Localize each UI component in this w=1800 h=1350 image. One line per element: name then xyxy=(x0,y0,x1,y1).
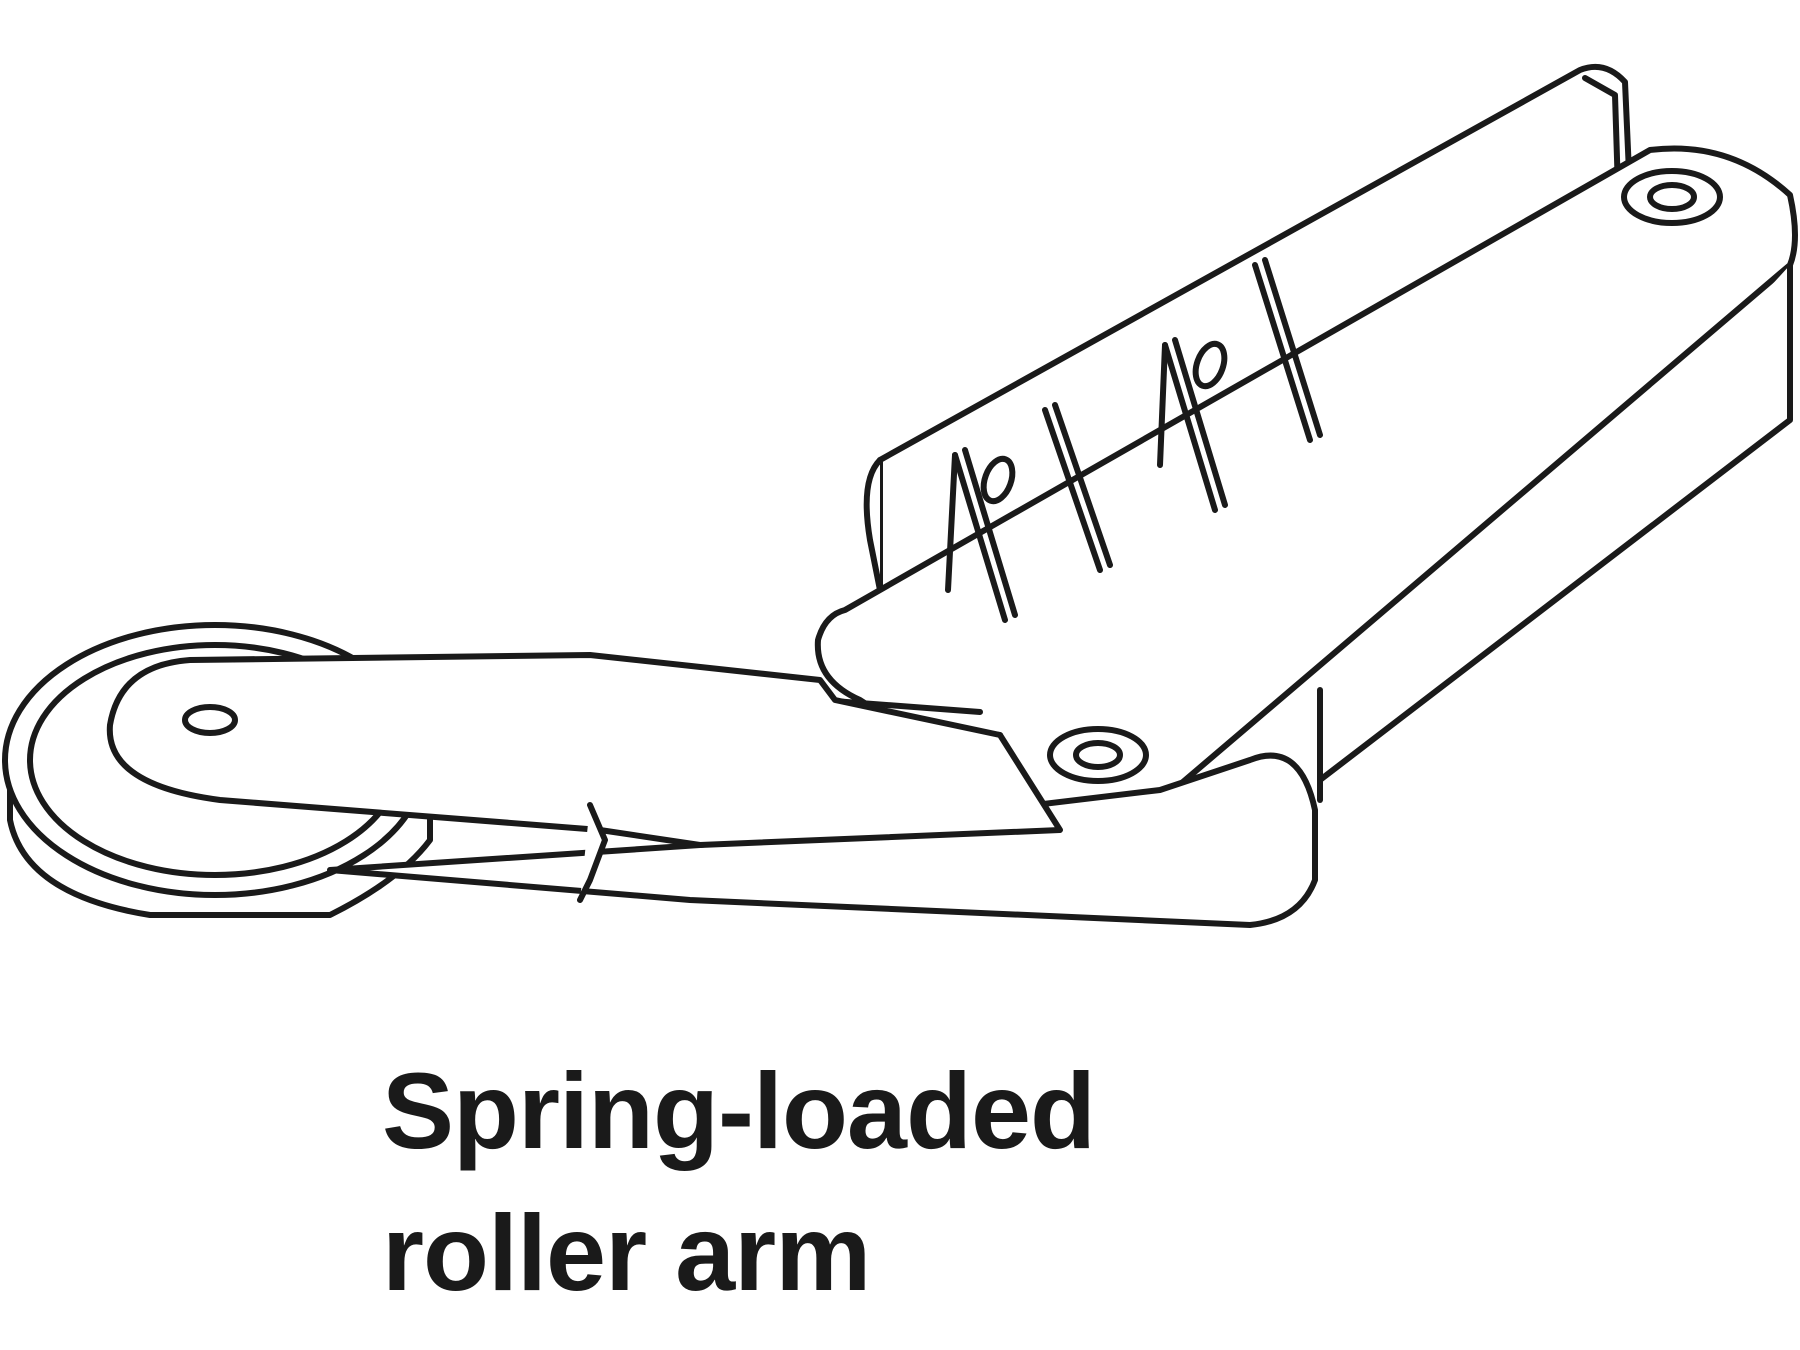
base-screw-hole-top xyxy=(1621,168,1723,226)
arm-upper-layer xyxy=(106,652,1063,903)
bracket-base-plate xyxy=(814,145,1798,836)
caption-line-2: roller arm xyxy=(382,1192,871,1313)
wall-screw-hole-left xyxy=(980,455,1016,505)
caption-line-1: Spring-loaded xyxy=(382,1050,1096,1171)
bracket-ribs xyxy=(945,257,1323,623)
axle-cap xyxy=(182,704,238,736)
base-screw-hole-bottom xyxy=(1047,726,1149,784)
diagram-caption: Spring-loaded roller arm xyxy=(382,1040,1096,1324)
bracket-back-wall xyxy=(863,64,1633,593)
wall-screw-hole-right xyxy=(1192,340,1228,390)
